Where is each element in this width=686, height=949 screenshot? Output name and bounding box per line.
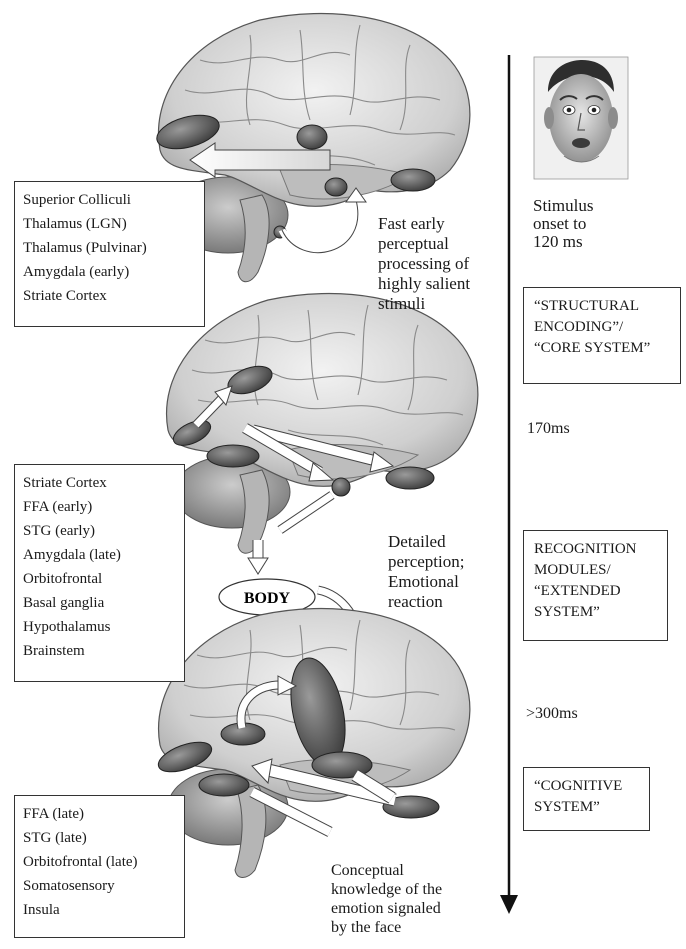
system-label-line: ENCODING”/ <box>534 317 670 338</box>
caption-line: perceptual <box>378 234 470 254</box>
caption-line: Emotional <box>388 572 464 592</box>
timing-stage-2: 170ms <box>527 420 570 438</box>
region-item: FFA (early) <box>23 495 176 519</box>
timing-stage-3: >300ms <box>526 705 578 723</box>
caption-line: Detailed <box>388 532 464 552</box>
system-label-line: SYSTEM” <box>534 602 657 623</box>
region-list-stage-1: Superior Colliculi Thalamus (LGN) Thalam… <box>14 181 205 327</box>
timing-stage-1: Stimulus onset to 120 ms <box>533 197 593 251</box>
system-label-line: SYSTEM” <box>534 797 639 818</box>
region-item: Striate Cortex <box>23 284 196 308</box>
timing-line: Stimulus <box>533 197 593 215</box>
region-item: STG (early) <box>23 519 176 543</box>
timing-line: >300ms <box>526 705 578 723</box>
caption-line: knowledge of the <box>331 880 442 899</box>
caption-line: stimuli <box>378 294 470 314</box>
system-label-line: “STRUCTURAL <box>534 296 670 317</box>
timing-line: 170ms <box>527 420 570 438</box>
caption-line: Fast early <box>378 214 470 234</box>
region-item: Basal ganglia <box>23 591 176 615</box>
fearful-face-photo-icon <box>534 57 628 179</box>
caption-stage-1: Fast early perceptual processing of high… <box>378 214 470 314</box>
region-item: STG (late) <box>23 826 176 850</box>
system-label-stage-3: “COGNITIVE SYSTEM” <box>523 767 650 831</box>
caption-line: reaction <box>388 592 464 612</box>
timing-line: onset to <box>533 215 593 233</box>
region-item: Orbitofrontal (late) <box>23 850 176 874</box>
timing-line: 120 ms <box>533 233 593 251</box>
region-item: Amygdala (late) <box>23 543 176 567</box>
brain-illustration-icon <box>155 608 470 877</box>
system-label-line: MODULES/ <box>534 560 657 581</box>
region-item: Somatosensory <box>23 874 176 898</box>
region-item: FFA (late) <box>23 802 176 826</box>
region-list-stage-3: FFA (late) STG (late) Orbitofrontal (lat… <box>14 795 185 938</box>
region-item: Orbitofrontal <box>23 567 176 591</box>
system-label-stage-2: RECOGNITION MODULES/ “EXTENDED SYSTEM” <box>523 530 668 641</box>
region-item: Superior Colliculi <box>23 188 196 212</box>
body-node-label: BODY <box>244 590 291 607</box>
region-item: Striate Cortex <box>23 471 176 495</box>
region-item: Thalamus (LGN) <box>23 212 196 236</box>
system-label-line: RECOGNITION <box>534 539 657 560</box>
down-arrow-timeline-icon <box>500 55 518 914</box>
caption-line: Conceptual <box>331 861 442 880</box>
caption-line: perception; <box>388 552 464 572</box>
system-label-line: “CORE SYSTEM” <box>534 338 670 359</box>
caption-stage-3: Conceptual knowledge of the emotion sign… <box>331 861 442 937</box>
caption-stage-2: Detailed perception; Emotional reaction <box>388 532 464 612</box>
system-label-line: “EXTENDED <box>534 581 657 602</box>
caption-line: highly salient <box>378 274 470 294</box>
region-item: Insula <box>23 898 176 922</box>
region-item: Hypothalamus <box>23 615 176 639</box>
region-item: Amygdala (early) <box>23 260 196 284</box>
caption-line: by the face <box>331 918 442 937</box>
region-item: Brainstem <box>23 639 176 663</box>
system-label-stage-1: “STRUCTURAL ENCODING”/ “CORE SYSTEM” <box>523 287 681 384</box>
caption-line: emotion signaled <box>331 899 442 918</box>
system-label-line: “COGNITIVE <box>534 776 639 797</box>
region-item: Thalamus (Pulvinar) <box>23 236 196 260</box>
caption-line: processing of <box>378 254 470 274</box>
region-list-stage-2: Striate Cortex FFA (early) STG (early) A… <box>14 464 185 682</box>
